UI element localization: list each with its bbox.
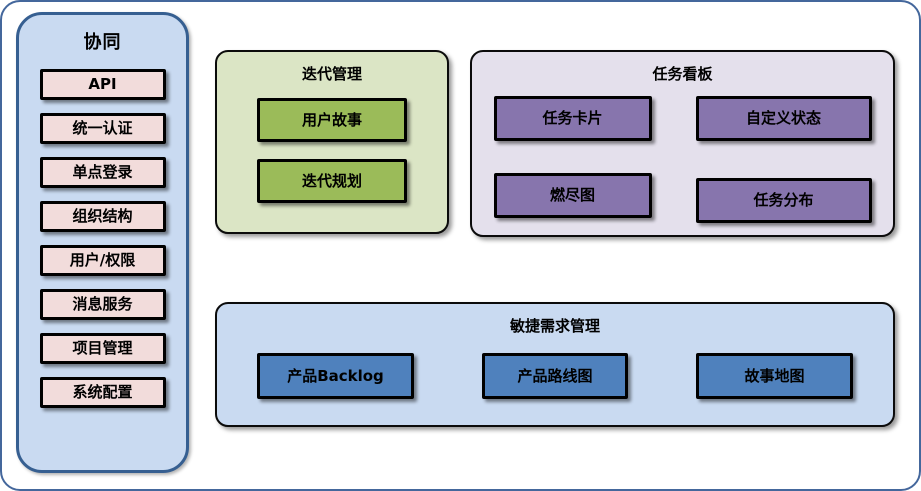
sidebar-item-sso: 单点登录	[39, 157, 166, 188]
group-iteration-title: 迭代管理	[301, 65, 362, 83]
sidebar-item-project-management: 项目管理	[39, 333, 166, 364]
sidebar-collaboration: 协同 API 统一认证 单点登录 组织结构 用户/权限 消息服务 项目管理 系统…	[16, 12, 189, 473]
sidebar-item-org-structure: 组织结构	[39, 201, 166, 232]
item-product-roadmap: 产品路线图	[482, 353, 628, 399]
group-task-board: 任务看板 任务卡片 自定义状态 燃尽图 任务分布	[470, 50, 895, 237]
item-task-card: 任务卡片	[493, 96, 652, 141]
group-agile-items: 产品Backlog 产品路线图 故事地图	[217, 353, 893, 399]
sidebar-item-message-service: 消息服务	[39, 289, 166, 320]
sidebar-items: API 统一认证 单点登录 组织结构 用户/权限 消息服务 项目管理 系统配置	[19, 69, 186, 408]
group-agile-title: 敏捷需求管理	[509, 317, 600, 335]
item-product-backlog: 产品Backlog	[257, 353, 414, 399]
group-iteration-items: 用户故事 迭代规划	[217, 98, 447, 203]
item-custom-status: 自定义状态	[695, 96, 872, 141]
item-burndown-chart: 燃尽图	[493, 173, 652, 218]
group-task-board-title: 任务看板	[652, 65, 713, 83]
sidebar-item-user-permission: 用户/权限	[39, 245, 166, 276]
sidebar-item-unified-auth: 统一认证	[39, 113, 166, 144]
group-agile-requirements: 敏捷需求管理 产品Backlog 产品路线图 故事地图	[215, 302, 895, 427]
sidebar-item-api: API	[39, 69, 166, 100]
item-task-distribution: 任务分布	[695, 178, 872, 223]
group-iteration-management: 迭代管理 用户故事 迭代规划	[215, 50, 449, 234]
item-iteration-planning: 迭代规划	[257, 159, 407, 203]
item-user-story: 用户故事	[257, 98, 407, 142]
item-story-map: 故事地图	[696, 353, 853, 399]
sidebar-title: 协同	[83, 32, 122, 53]
group-task-board-items: 任务卡片 自定义状态 燃尽图 任务分布	[472, 96, 893, 223]
sidebar-item-system-config: 系统配置	[39, 377, 166, 408]
